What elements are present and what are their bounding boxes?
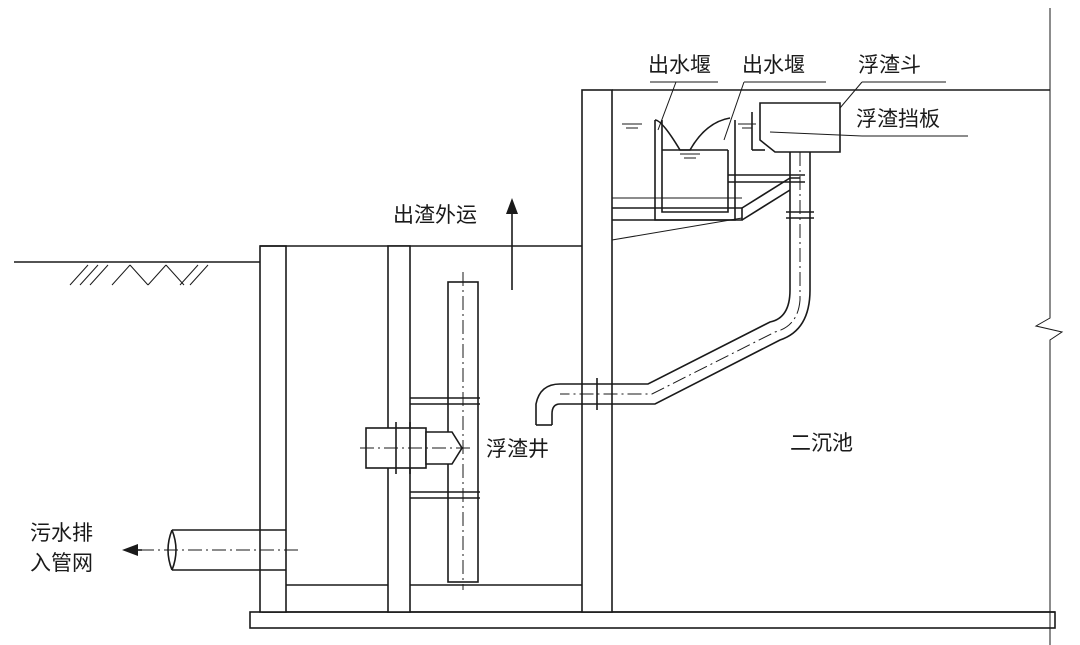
label-weir-2: 出水堰 xyxy=(742,53,805,77)
label-scum-export: 出渣外运 xyxy=(393,203,477,227)
scum-hopper xyxy=(751,102,841,153)
label-sewer-line-1: 污水排 xyxy=(30,521,93,545)
label-sewer-line-2: 入管网 xyxy=(30,551,93,575)
sewer-outlet-pipe xyxy=(122,529,300,571)
effluent-weir xyxy=(612,117,805,221)
vertical-pipe xyxy=(360,272,480,590)
label-scum-well: 浮渣井 xyxy=(486,437,549,461)
clarifier-wall xyxy=(581,8,1064,645)
base-slab xyxy=(249,611,1056,629)
label-scum-hopper: 浮渣斗 xyxy=(858,53,921,77)
scum-export-arrow xyxy=(506,198,518,290)
label-weir-1: 出水堰 xyxy=(648,53,711,77)
ground xyxy=(14,261,262,286)
label-scum-baffle: 浮渣挡板 xyxy=(856,107,940,131)
leader-lines xyxy=(650,81,968,141)
label-secondary-clarifier: 二沉池 xyxy=(790,431,853,455)
scum-pipe xyxy=(535,152,814,426)
